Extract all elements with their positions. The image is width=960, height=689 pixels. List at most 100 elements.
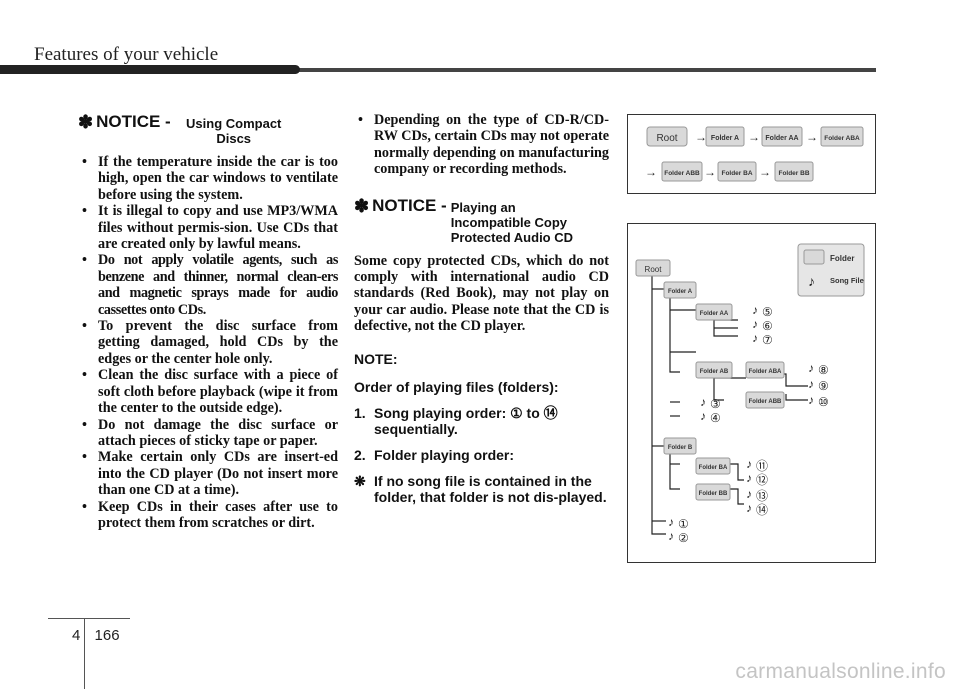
music-note-icon: ♪ bbox=[752, 331, 758, 345]
notice-subtitle-line: Incompatible Copy bbox=[450, 214, 567, 230]
folder-box bbox=[774, 161, 814, 182]
note-item-number: 1. bbox=[354, 404, 366, 421]
tree-folder bbox=[695, 361, 733, 379]
notice-copy-heading: ✽ NOTICE - Playing an Incompatible Copy … bbox=[354, 196, 609, 245]
list-item: Keep CDs in their cases after use to pro… bbox=[78, 499, 338, 532]
list-item: If the temperature inside the car is too… bbox=[78, 154, 338, 203]
song-group: ♪ ⑤ ♪ ⑥ ♪ ⑦ ♪ ⑧ ♪ ⑨ ♪ ⑩ ♪ ③ ♪ ④ ♪ ⑪ ♪ ⑫ … bbox=[668, 303, 829, 545]
tree-folder bbox=[695, 483, 731, 501]
cd-type-list: Depending on the type of CD-R/CD-RW CDs,… bbox=[354, 112, 609, 178]
note-item-text: Song playing order: ① to ⑭ sequentially. bbox=[374, 404, 558, 437]
copy-protected-paragraph: Some copy protected CDs, which do not co… bbox=[354, 252, 609, 335]
music-note-icon: ♪ bbox=[752, 317, 758, 331]
song-number: ④ bbox=[710, 411, 721, 425]
footer-divider bbox=[84, 618, 85, 689]
list-item: Clean the disc surface with a piece of s… bbox=[78, 367, 338, 416]
legend-song-label: Song File bbox=[830, 276, 864, 285]
notice-subtitle: Playing an Incompatible Copy Protected A… bbox=[451, 196, 573, 245]
legend-folder-icon bbox=[803, 249, 825, 265]
music-note-icon: ♪ bbox=[746, 457, 752, 471]
music-note-icon: ♪ bbox=[700, 395, 706, 409]
song-number: ⑩ bbox=[818, 395, 829, 409]
list-item: To prevent the disc surface from getting… bbox=[78, 318, 338, 367]
music-note-icon: ♪ bbox=[808, 273, 815, 289]
folder-box bbox=[705, 126, 745, 147]
asterisk-icon: ❋ bbox=[354, 472, 366, 489]
folder-box bbox=[761, 126, 803, 147]
music-note-icon: ♪ bbox=[746, 471, 752, 485]
song-number: ① bbox=[678, 517, 689, 531]
list-item: Make certain only CDs are insert-ed into… bbox=[78, 449, 338, 498]
page-number-value: 166 bbox=[94, 627, 120, 644]
page-number: 4 166 bbox=[72, 627, 120, 644]
folder-order-diagram: Root → Folder A → Folder AA → Folder ABA… bbox=[627, 114, 876, 194]
song-number: ② bbox=[678, 531, 689, 545]
notice-star-icon: ✽ bbox=[78, 112, 94, 132]
folder-label: Folder ABA bbox=[824, 135, 860, 142]
song-number: ⑭ bbox=[756, 503, 768, 517]
tree-folder-label: Folder AB bbox=[700, 369, 729, 375]
song-number: ⑬ bbox=[756, 489, 768, 503]
song-number: ⑨ bbox=[818, 379, 829, 393]
note-order-title: Order of playing files (folders): bbox=[354, 378, 559, 395]
music-note-icon: ♪ bbox=[700, 409, 706, 423]
music-note-icon: ♪ bbox=[746, 487, 752, 501]
list-item: It is illegal to copy and use MP3/WMA fi… bbox=[78, 203, 338, 252]
footer-rule bbox=[48, 618, 130, 619]
folder-box bbox=[717, 161, 757, 182]
tree-folder bbox=[745, 361, 785, 379]
arrow-icon: → bbox=[695, 130, 707, 144]
notice-subtitle-line: Playing an bbox=[450, 199, 516, 215]
music-note-icon: ♪ bbox=[752, 303, 758, 317]
tree-folder-label: Folder ABA bbox=[749, 369, 782, 375]
tree-folder-label: Folder AA bbox=[700, 311, 729, 317]
folder-box bbox=[820, 126, 864, 147]
legend-folder-label: Folder bbox=[830, 254, 854, 263]
list-item: Depending on the type of CD-R/CD-RW CDs,… bbox=[354, 112, 609, 178]
header-tab bbox=[0, 65, 300, 74]
note-item-number: 2. bbox=[354, 446, 366, 463]
tree-folder bbox=[663, 437, 697, 455]
arrow-icon: → bbox=[645, 165, 657, 179]
folder-label: Folder ABB bbox=[664, 170, 700, 177]
note-item: 1. Song playing order: ① to ⑭ sequential… bbox=[354, 405, 609, 437]
list-item: Do not apply volatile agents, such as be… bbox=[78, 252, 338, 318]
tree-folder-label: Folder ABB bbox=[749, 399, 782, 405]
note-item-text: If no song file is contained in the fold… bbox=[374, 472, 607, 505]
folder-label: Folder AA bbox=[765, 135, 798, 142]
arrow-icon: → bbox=[704, 165, 716, 179]
song-number: ⑥ bbox=[762, 319, 773, 333]
folder-label: Folder BA bbox=[721, 170, 752, 177]
song-number: ⑧ bbox=[818, 363, 829, 377]
tree-folder bbox=[745, 391, 785, 409]
arrow-icon: → bbox=[748, 130, 760, 144]
watermark: carmanualsonline.info bbox=[735, 660, 946, 683]
column-left: ✽ NOTICE - Using Compact Discs If the te… bbox=[78, 112, 338, 531]
note-item: ❋ If no song file is contained in the fo… bbox=[354, 473, 609, 505]
folder-order-svg: Root → Folder A → Folder AA → Folder ABA… bbox=[645, 126, 864, 182]
note-item-text: Folder playing order: bbox=[374, 446, 515, 463]
folder-box bbox=[661, 161, 703, 182]
music-note-icon: ♪ bbox=[808, 393, 814, 407]
tree-folder-label: Folder B bbox=[668, 445, 693, 451]
page-header-title: Features of your vehicle bbox=[34, 44, 219, 65]
notice-star-icon: ✽ bbox=[354, 195, 370, 216]
music-note-icon: ♪ bbox=[668, 529, 674, 543]
note-title: NOTE: bbox=[354, 350, 398, 367]
tree-root-label: Root bbox=[645, 265, 663, 274]
arrow-icon: → bbox=[806, 130, 818, 144]
folder-tree-svg: Folder ♪ Song File Ro bbox=[635, 243, 865, 545]
folder-label: Folder BB bbox=[778, 170, 809, 177]
column-middle: Depending on the type of CD-R/CD-RW CDs,… bbox=[354, 112, 609, 505]
tree-folder-label: Folder BA bbox=[699, 465, 728, 471]
folder-label: Folder A bbox=[711, 135, 739, 142]
song-number: ⑫ bbox=[756, 473, 768, 487]
tree-folder bbox=[695, 303, 733, 321]
root-label: Root bbox=[656, 133, 677, 144]
music-note-icon: ♪ bbox=[668, 515, 674, 529]
notice-label: NOTICE - bbox=[96, 112, 171, 131]
arrow-icon: → bbox=[759, 165, 771, 179]
song-number: ⑤ bbox=[762, 305, 773, 319]
note-item: 2. Folder playing order: bbox=[354, 447, 609, 463]
music-note-icon: ♪ bbox=[746, 501, 752, 515]
